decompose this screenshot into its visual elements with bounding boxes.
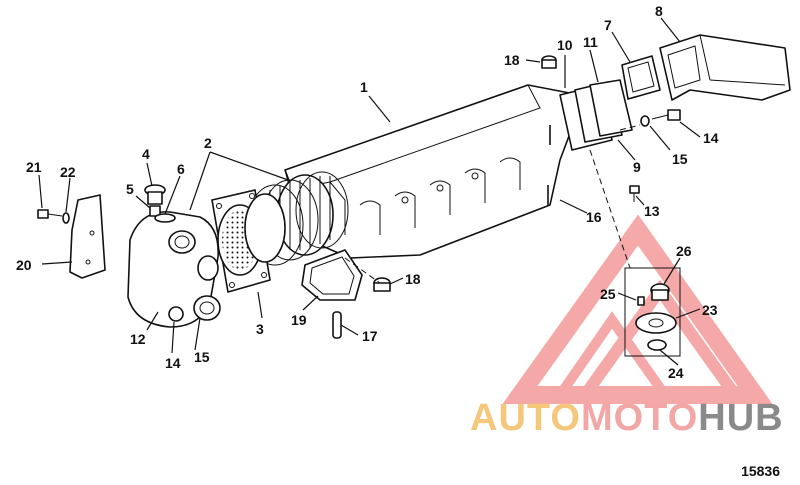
callout-18-top: 18	[504, 52, 520, 68]
drain-detail-box	[624, 267, 681, 357]
watermark-wordmark: AUTOMOTOHUB	[470, 397, 784, 440]
drain-plug	[650, 283, 670, 301]
watermark-moto: MOTO	[580, 397, 699, 439]
callout-13: 13	[644, 203, 660, 219]
callout-10: 10	[557, 37, 573, 53]
o-ring-seal	[154, 213, 176, 223]
callout-8: 8	[655, 3, 663, 19]
end-cap-housing	[127, 211, 221, 328]
callout-21: 21	[26, 159, 42, 175]
callout-12: 12	[130, 331, 146, 347]
callout-24: 24	[668, 365, 684, 381]
callout-14-right: 14	[703, 130, 719, 146]
watermark-auto: AUTO	[470, 397, 581, 439]
diagram-id: 15836	[741, 463, 780, 479]
callout-2: 2	[204, 135, 212, 151]
callout-17: 17	[362, 328, 378, 344]
callout-5: 5	[126, 181, 134, 197]
callout-25: 25	[600, 286, 616, 302]
callout-15-left: 15	[194, 349, 210, 365]
callout-11: 11	[583, 34, 598, 50]
callout-22: 22	[60, 164, 76, 180]
elbow-washer	[640, 115, 650, 127]
callout-19: 19	[291, 312, 307, 328]
callout-leader-lines	[38, 17, 701, 366]
callout-26: 26	[676, 243, 692, 259]
flange-nut-lower	[373, 277, 391, 292]
flange-gasket	[301, 249, 363, 301]
elbow-flange-assembly	[559, 79, 633, 151]
cover-screw	[629, 185, 640, 202]
mounting-bracket	[69, 194, 106, 279]
bracket-washer	[62, 212, 70, 224]
callout-15-right: 15	[672, 151, 688, 167]
callout-16: 16	[586, 209, 602, 225]
assembly-center-lines	[344, 124, 641, 284]
drain-fitting	[637, 296, 645, 306]
drain-o-ring	[647, 339, 667, 351]
callout-23: 23	[702, 302, 718, 318]
callout-4: 4	[142, 146, 150, 162]
elbow-bolt	[651, 109, 681, 121]
gasket-ring	[244, 193, 286, 263]
stud-bolt	[332, 311, 342, 339]
callout-1: 1	[360, 79, 368, 95]
callout-20: 20	[16, 257, 32, 273]
elbow-gasket	[621, 55, 661, 100]
watermark-hub: HUB	[698, 397, 784, 439]
callout-7: 7	[604, 17, 612, 33]
callout-9: 9	[633, 159, 641, 175]
flange-nut-upper	[541, 55, 557, 69]
watermark-triangle-logo	[502, 214, 773, 404]
callout-14-left: 14	[165, 355, 181, 371]
callout-18-mid: 18	[405, 271, 421, 287]
callout-labels: 1 2 3 4 5 6 7 8 9 10 11 12 13 14 14 15 1…	[16, 3, 719, 381]
pressure-cap	[144, 184, 166, 217]
drain-cover-plate	[635, 312, 677, 334]
bracket-bolt	[37, 209, 63, 219]
exhaust-elbow	[659, 34, 791, 101]
callout-3: 3	[256, 321, 264, 337]
callout-6: 6	[177, 161, 185, 177]
